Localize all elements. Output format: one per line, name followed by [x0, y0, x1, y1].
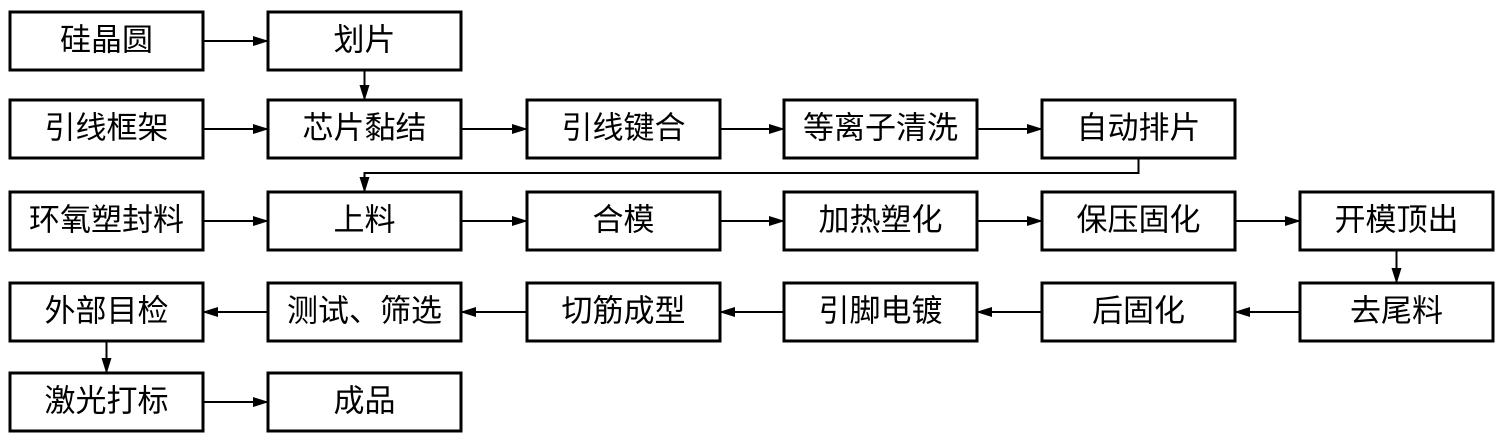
process-step-box: [266, 281, 463, 343]
process-step-2: 划片: [266, 10, 463, 72]
process-step-box: [266, 10, 463, 72]
process-step-11: 加热塑化: [782, 190, 979, 252]
process-step-box: [266, 371, 463, 433]
process-step-box: [1040, 98, 1237, 160]
process-step-5: 引线键合: [525, 98, 722, 160]
process-step-label: 划片: [334, 23, 396, 59]
process-step-16: 切筋成型: [525, 281, 722, 343]
process-step-17: 引脚电镀: [782, 281, 979, 343]
flow-arrow-7: [359, 158, 1140, 193]
process-step-label: 后固化: [1092, 294, 1185, 330]
process-step-box: [782, 281, 979, 343]
process-step-label: 测试、筛选: [287, 294, 442, 330]
process-step-21: 成品: [266, 371, 463, 433]
process-step-8: 环氧塑封料: [8, 190, 205, 252]
process-step-7: 自动排片: [1040, 98, 1237, 160]
process-step-label: 合模: [593, 203, 655, 239]
process-step-label: 开模顶出: [1335, 203, 1459, 239]
process-step-label: 引脚电镀: [819, 294, 943, 330]
process-step-box: [8, 10, 205, 72]
process-step-1: 硅晶圆: [8, 10, 205, 72]
process-step-label: 上料: [334, 203, 396, 239]
process-step-box: [1040, 190, 1237, 252]
process-step-box: [8, 98, 205, 160]
process-step-box: [1040, 281, 1237, 343]
process-step-3: 引线框架: [8, 98, 205, 160]
process-step-label: 引线框架: [45, 111, 169, 147]
process-step-box: [1298, 281, 1495, 343]
process-step-box: [8, 190, 205, 252]
process-step-box: [266, 98, 463, 160]
process-step-6: 等离子清洗: [782, 98, 979, 160]
process-step-9: 上料: [266, 190, 463, 252]
process-step-label: 环氧塑封料: [29, 203, 184, 239]
process-step-label: 自动排片: [1077, 111, 1201, 147]
process-step-label: 成品: [334, 384, 396, 420]
process-step-12: 保压固化: [1040, 190, 1237, 252]
process-step-10: 合模: [525, 190, 722, 252]
process-step-box: [266, 190, 463, 252]
process-step-label: 去尾料: [1350, 294, 1443, 330]
process-step-box: [1298, 190, 1495, 252]
process-step-18: 后固化: [1040, 281, 1237, 343]
process-step-box: [525, 98, 722, 160]
process-step-20: 激光打标: [8, 371, 205, 433]
process-step-box: [525, 281, 722, 343]
process-step-label: 切筋成型: [562, 294, 686, 330]
process-step-box: [782, 190, 979, 252]
process-step-box: [8, 281, 205, 343]
process-step-label: 保压固化: [1077, 203, 1201, 239]
process-step-box: [525, 190, 722, 252]
process-step-15: 测试、筛选: [266, 281, 463, 343]
process-step-14: 外部目检: [8, 281, 205, 343]
edges: [101, 36, 1402, 407]
process-step-13: 开模顶出: [1298, 190, 1495, 252]
process-step-label: 加热塑化: [819, 203, 943, 239]
process-step-label: 芯片黏结: [303, 111, 427, 147]
process-step-label: 硅晶圆: [60, 23, 153, 59]
process-step-box: [782, 98, 979, 160]
process-step-label: 激光打标: [45, 384, 169, 420]
process-step-label: 等离子清洗: [803, 111, 958, 147]
process-step-box: [8, 371, 205, 433]
process-step-19: 去尾料: [1298, 281, 1495, 343]
process-step-label: 外部目检: [45, 294, 169, 330]
process-step-4: 芯片黏结: [266, 98, 463, 160]
process-step-label: 引线键合: [562, 111, 686, 147]
